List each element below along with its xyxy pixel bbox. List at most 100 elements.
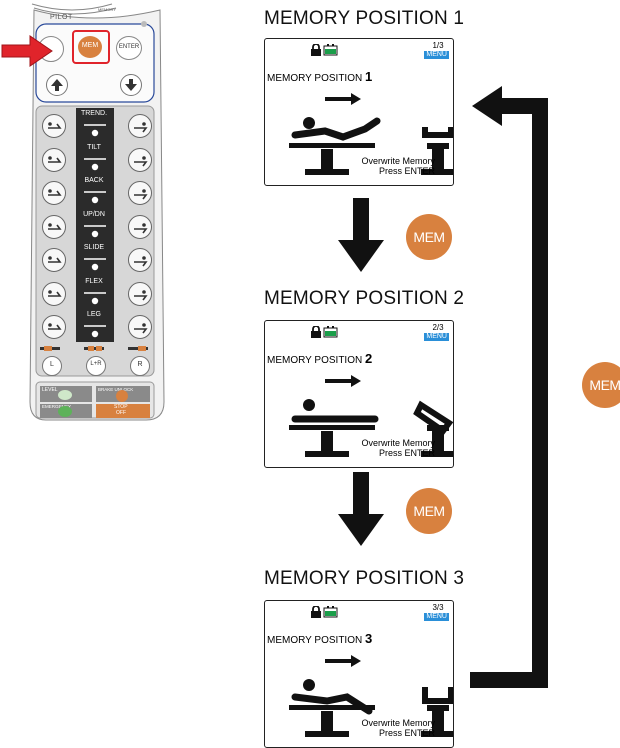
memory-screen-1: 1/3 MENU MEMORY POSITION 1 Overwrite Mem…	[264, 38, 454, 186]
press-enter-text: Press ENTER	[378, 448, 435, 458]
memory-position-label: MEMORY POSITION 1	[267, 69, 372, 84]
overwrite-memory-text: Overwrite Memory	[361, 718, 435, 728]
down-flow-arrow-2	[336, 470, 386, 548]
table-scene-icon	[289, 655, 453, 737]
both-sides-label: L+R	[90, 361, 102, 367]
press-enter-text: Press ENTER	[378, 166, 435, 176]
table-scene-icon	[289, 375, 453, 457]
control-row-tilt: TILT	[24, 142, 164, 176]
stop-button[interactable]: STOP OFF	[96, 404, 150, 418]
side-view-base-icon	[421, 169, 453, 175]
flex-indicator-icon	[84, 291, 106, 304]
tilt-indicator-icon	[84, 157, 106, 170]
up-arrow-button[interactable]	[46, 74, 68, 96]
memory-position-number: 2	[364, 351, 373, 366]
updn-minus-button[interactable]	[42, 214, 66, 239]
overwrite-memory-text: Overwrite Memory	[361, 438, 435, 448]
memory-screen-2: 2/3 MENU MEMORY POSITION 2 Overwrite Mem…	[264, 320, 454, 468]
down-arrow-icon	[125, 79, 137, 91]
slide-label: SLIDE	[83, 244, 105, 251]
slide-minus-button[interactable]	[42, 248, 66, 272]
lock-icon	[311, 326, 321, 338]
level-button[interactable]: LEVEL	[40, 386, 92, 402]
leg-label: LEG	[86, 311, 101, 318]
memory-position-text: MEMORY POSITION	[267, 355, 363, 366]
side-view-base-icon	[421, 451, 453, 457]
slide-plus-button[interactable]	[128, 248, 152, 272]
brake-unlock-button[interactable]: BRAKE UNLOCK	[96, 386, 150, 402]
control-row-leg: LEG	[24, 309, 164, 343]
level-label: LEVEL	[42, 387, 58, 393]
tilt-label: TILT	[87, 143, 101, 151]
side-view-base-icon	[421, 731, 453, 737]
control-row-slide: SLIDE	[24, 242, 164, 276]
leg-minus-icon	[48, 323, 62, 330]
battery-icon	[323, 326, 338, 338]
mem-badge-loop-label: MEM	[589, 377, 620, 393]
tilt-plus-button[interactable]	[128, 147, 152, 172]
right-side-button[interactable]: R	[130, 356, 150, 376]
side-view-patient-icon	[422, 687, 453, 704]
tilt-minus-icon	[48, 155, 62, 163]
direction-arrow-icon	[325, 93, 361, 105]
leg-plus-button[interactable]	[128, 315, 152, 339]
flex-minus-button[interactable]	[42, 281, 66, 306]
menu-tag[interactable]: MENU	[424, 613, 449, 621]
trend-label: TREND.	[80, 110, 108, 117]
patient-body-icon	[291, 117, 381, 141]
table-base-icon	[305, 169, 349, 175]
mem-badge-1: MEM	[406, 214, 452, 260]
down-flow-arrow-1	[336, 196, 386, 274]
menu-tag[interactable]: MENU	[424, 333, 449, 341]
back-minus-button[interactable]	[42, 181, 66, 205]
mem-badge-label: MEM	[413, 229, 445, 245]
enter-button-label: ENTER	[118, 44, 140, 50]
updn-plus-button[interactable]	[128, 214, 152, 239]
updn-minus-icon	[48, 222, 62, 230]
press-enter-text: Press ENTER	[378, 728, 435, 738]
memory-position-title-1: MEMORY POSITION 1	[264, 8, 465, 29]
tilt-minus-button[interactable]	[42, 147, 66, 172]
memory-position-text: MEMORY POSITION	[267, 73, 363, 84]
side-view-column-icon	[432, 711, 444, 733]
leg-minus-button[interactable]	[42, 315, 66, 339]
down-flow-arrow-icon	[338, 198, 384, 272]
emergency-icon	[58, 406, 72, 417]
updn-indicator-icon	[84, 224, 106, 237]
level-icon	[58, 390, 72, 400]
trend-plus-button[interactable]	[128, 114, 152, 138]
side-view-top-icon	[427, 705, 449, 711]
menu-tag[interactable]: MENU	[424, 51, 449, 59]
patient-head-icon	[303, 399, 315, 411]
flex-label: FLEX	[85, 277, 103, 285]
updn-label: UP/DN	[83, 210, 105, 218]
memory-position-number: 3	[364, 631, 373, 646]
page-indicator: 1/3	[432, 41, 444, 50]
updn-plus-icon	[134, 222, 148, 233]
down-arrow-button[interactable]	[120, 74, 142, 96]
mem-button[interactable]: MEM	[78, 36, 102, 58]
memory-screen-3: 3/3 MENU MEMORY POSITION 3 Overwrite Mem…	[264, 600, 454, 748]
table-column-icon	[321, 711, 333, 733]
trend-minus-button[interactable]	[42, 114, 66, 138]
emergency-button[interactable]: EMERGENCY	[40, 404, 92, 418]
stop-label: STOP	[114, 404, 128, 410]
back-label: BACK	[84, 177, 104, 184]
control-row-back: BACK	[24, 175, 164, 209]
back-plus-button[interactable]	[128, 181, 152, 205]
flex-minus-icon	[48, 289, 62, 297]
left-side-button[interactable]: L	[42, 356, 62, 376]
enter-button[interactable]: ENTER	[116, 36, 142, 60]
flex-plus-icon	[134, 289, 148, 300]
battery-icon	[323, 44, 338, 56]
trend-minus-icon	[48, 122, 62, 129]
both-sides-button[interactable]: L+R	[86, 356, 106, 376]
flex-plus-button[interactable]	[128, 281, 152, 306]
side-indicator-icons	[40, 346, 148, 351]
right-side-label: R	[137, 361, 143, 368]
memory-position-title-3: MEMORY POSITION 3	[264, 568, 465, 589]
slide-plus-icon	[134, 256, 148, 267]
up-arrow-icon	[51, 79, 63, 91]
pilot-label: PILOT	[50, 14, 73, 21]
side-view-top-icon	[427, 425, 449, 431]
